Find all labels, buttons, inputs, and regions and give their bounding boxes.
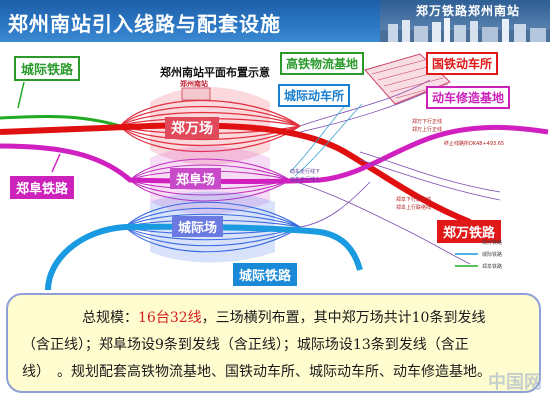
plan-title: 郑州南站平面布置示意 — [160, 66, 270, 79]
summary-line-1: 总规模：16台32线，三场横列布置，其中郑万场共计10条到发线 — [22, 305, 527, 332]
summary-box: 总规模：16台32线，三场横列布置，其中郑万场共计10条到发线 （含正线）；郑阜… — [6, 293, 541, 393]
summary-line-1-rest: ，三场横列布置，其中郑万场共计10条到发线 — [201, 310, 486, 326]
annot-zhengwan-up-main: 郑万上行正线 — [412, 127, 443, 133]
station-layout-diagram — [0, 53, 549, 291]
label-intercity-rail-bottom: 城际铁路 — [233, 263, 298, 286]
intercity-green-line — [0, 115, 121, 128]
legend-label-zhengfu: 郑阜铁路 — [482, 264, 503, 270]
annot-emu-up: 动车走行线上 — [290, 177, 321, 183]
intercity-label-leader — [17, 81, 25, 109]
zhengfu-main-line — [0, 124, 549, 184]
zhengfu-label-leader — [51, 153, 61, 173]
watermark-logo: 中国网 — [488, 372, 542, 393]
station-building — [181, 87, 211, 101]
page-title: 郑州南站引入线路与配套设施 — [8, 12, 281, 36]
annot-connect-1: 郑阜下行联络线 — [396, 197, 432, 203]
summary-prefix: 总规模： — [82, 310, 138, 326]
label-zhengfu-rail: 郑阜铁路 — [10, 176, 75, 199]
yard-label-zhengwan: 郑万场 — [165, 117, 219, 139]
header-bar: 郑州南站引入线路与配套设施 郑万铁路郑州南站 — [0, 0, 550, 42]
legend-label-zhengwan: 郑万铁路 — [482, 240, 503, 246]
yard-label-chengji: 城际场 — [172, 216, 224, 237]
summary-line-3: 线） 。规划配套高铁物流基地、国铁动车所、城际动车所、动车修造基地。 — [22, 364, 491, 380]
label-emu-maintenance-base: 动车修造基地 — [426, 86, 511, 109]
summary-line-2: （含正线）；郑阜场设9条到发线（含正线）；城际场设13条到发线（含正 — [22, 337, 469, 353]
label-zhengwan-rail: 郑万铁路 — [437, 220, 502, 243]
legend-label-chengji: 城际铁路 — [482, 252, 503, 258]
yard-label-zhengfu: 郑阜场 — [170, 168, 222, 189]
header-banner-image: 郑万铁路郑州南站 — [380, 0, 550, 42]
banner-text: 郑万铁路郑州南站 — [416, 4, 521, 18]
city-skyline-image — [380, 18, 550, 42]
annot-chainage: 终止线路所DK48+493.65 — [444, 141, 505, 147]
label-intercity-emu-depot: 城际动车所 — [278, 84, 351, 107]
annot-connect-2: 郑阜上行联络线 — [396, 205, 432, 211]
connecting-tracks — [289, 79, 501, 265]
label-hsr-logistics-base: 高铁物流基地 — [280, 52, 365, 75]
annot-zhengwan-down-main: 郑万下行正线 — [412, 119, 443, 125]
station-name-label: 郑州南站 — [180, 80, 208, 88]
summary-highlight: 16台32线 — [138, 310, 202, 326]
label-national-emu-depot: 国铁动车所 — [426, 52, 499, 75]
zhengwan-main-line — [0, 122, 472, 225]
annot-emu-down: 动车走行线下 — [290, 169, 321, 175]
label-intercity-rail-top: 城际铁路 — [14, 56, 81, 81]
